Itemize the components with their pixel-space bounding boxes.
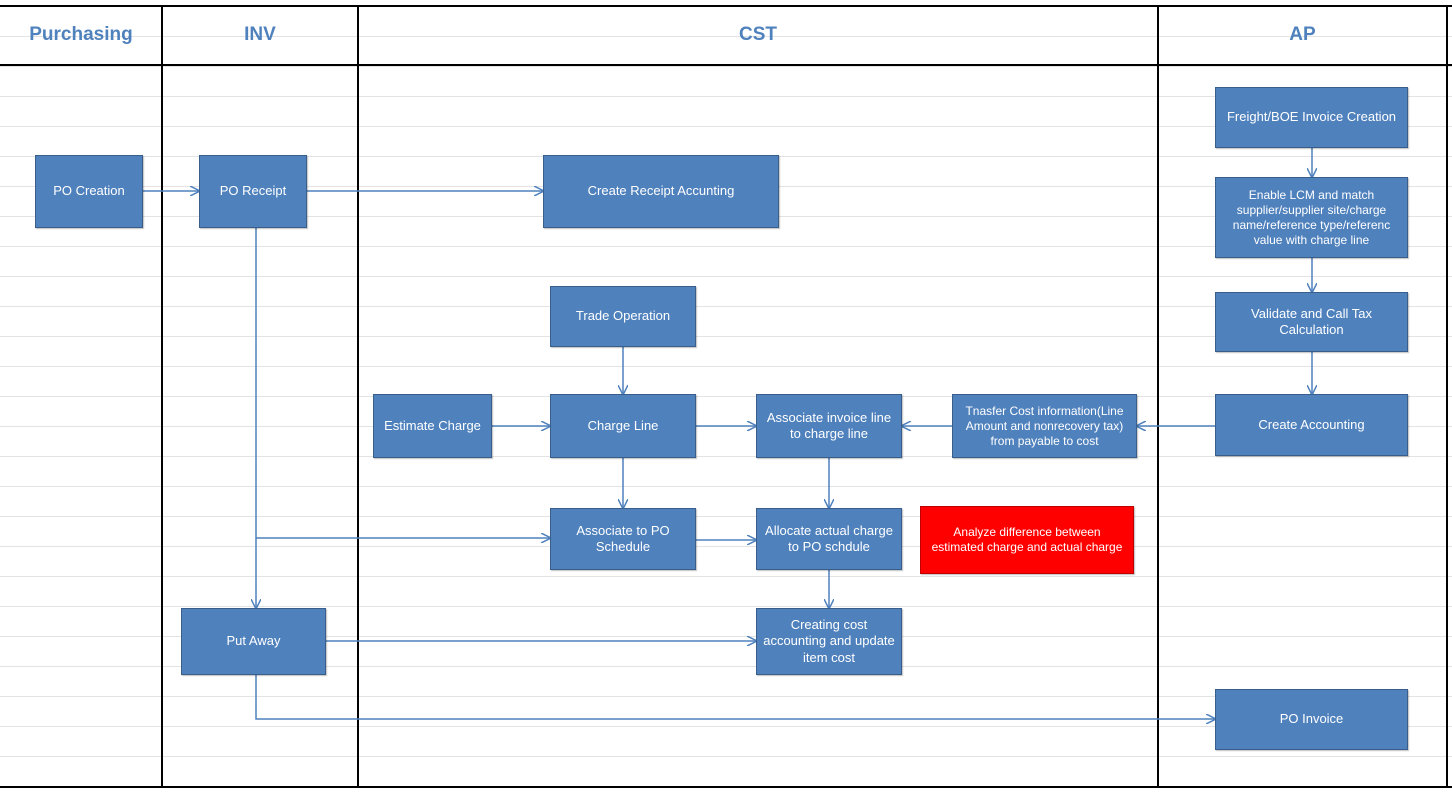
node-create-receipt-accounting: Create Receipt Accunting <box>543 155 779 228</box>
node-po-receipt: PO Receipt <box>199 155 307 228</box>
node-estimate-charge: Estimate Charge <box>373 394 492 458</box>
node-po-invoice: PO Invoice <box>1215 689 1408 750</box>
lane-title-cst: CST <box>739 24 777 45</box>
node-po-creation: PO Creation <box>35 155 143 228</box>
node-associate-po-schedule: Associate to PO Schedule <box>550 508 696 570</box>
node-charge-line: Charge Line <box>550 394 696 458</box>
node-enable-lcm-match: Enable LCM and match supplier/supplier s… <box>1215 177 1408 258</box>
lane-frame <box>0 5 1452 788</box>
node-put-away: Put Away <box>181 608 326 675</box>
node-create-accounting: Create Accounting <box>1215 394 1408 456</box>
node-validate-tax-calculation: Validate and Call Tax Calculation <box>1215 292 1408 352</box>
lane-title-inv: INV <box>244 24 276 45</box>
node-associate-invoice-line: Associate invoice line to charge line <box>756 394 902 458</box>
node-transfer-cost-information: Tnasfer Cost information(Line Amount and… <box>952 394 1137 458</box>
node-creating-cost-accounting: Creating cost accounting and update item… <box>756 608 902 675</box>
node-analyze-difference: Analyze difference between estimated cha… <box>920 506 1134 574</box>
lane-title-ap: AP <box>1289 24 1316 45</box>
node-allocate-actual-charge: Allocate actual charge to PO schdule <box>756 508 902 570</box>
node-freight-boe-invoice-creation: Freight/BOE Invoice Creation <box>1215 87 1408 148</box>
lane-title-purchasing: Purchasing <box>29 24 133 45</box>
connector-putaway-to-po-invoice <box>255 675 1215 719</box>
node-trade-operation: Trade Operation <box>550 286 696 347</box>
